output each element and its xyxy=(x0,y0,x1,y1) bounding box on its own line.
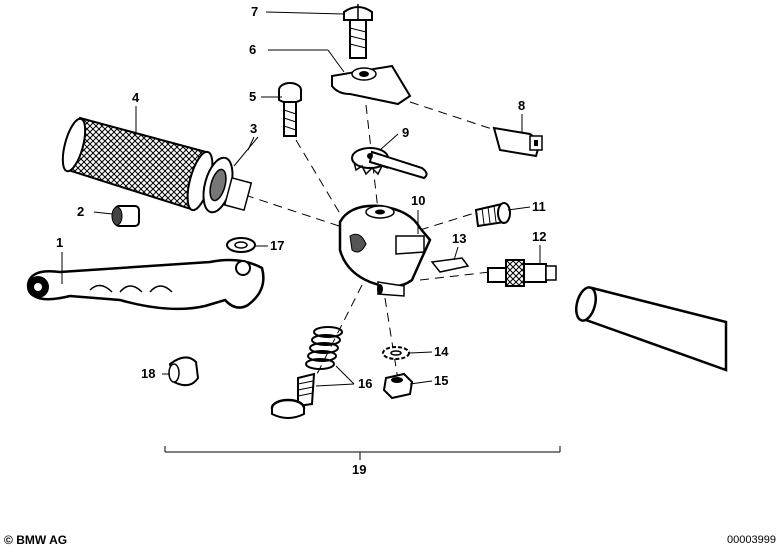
adjuster-wheel xyxy=(351,147,428,180)
callout-9: 9 xyxy=(402,125,410,140)
callout-2: 2 xyxy=(77,204,85,219)
callout-15: 15 xyxy=(434,373,449,388)
callout-5: 5 xyxy=(249,89,257,104)
sleeve xyxy=(111,205,140,227)
spring xyxy=(305,326,343,370)
cable-tube xyxy=(575,286,728,372)
top-screw xyxy=(343,4,373,59)
pivot-bolt xyxy=(270,372,316,419)
diagram-number: 00003999 xyxy=(727,534,776,546)
lever-housing xyxy=(338,204,432,297)
callout-10: 10 xyxy=(411,193,426,208)
cable-fitting xyxy=(492,126,543,158)
clamp-bracket xyxy=(331,64,412,106)
copyright-symbol: © xyxy=(4,533,13,547)
plug-screw xyxy=(474,202,511,228)
toothed-ring xyxy=(202,156,253,214)
wedge xyxy=(430,257,470,273)
callout-8: 8 xyxy=(518,98,526,113)
adjusting-bolt xyxy=(487,259,557,287)
leader-lines xyxy=(61,11,561,460)
callout-11: 11 xyxy=(532,199,546,214)
callout-1: 1 xyxy=(56,235,64,250)
callout-6: 6 xyxy=(249,42,257,57)
callout-3: 3 xyxy=(250,121,258,136)
callout-13: 13 xyxy=(452,231,467,246)
callout-19: 19 xyxy=(352,462,367,477)
washer xyxy=(226,237,256,253)
callout-18: 18 xyxy=(141,366,156,381)
side-screw xyxy=(278,82,302,137)
callout-4: 4 xyxy=(132,90,140,105)
callout-16: 16 xyxy=(358,376,373,391)
brand-name: BMW AG xyxy=(16,533,68,547)
callout-7: 7 xyxy=(251,4,259,19)
callout-12: 12 xyxy=(532,229,547,244)
clutch-lever xyxy=(26,258,265,311)
cap xyxy=(168,356,200,387)
callout-17: 17 xyxy=(270,238,285,253)
copyright-notice: © BMW AG xyxy=(4,533,67,547)
callout-14: 14 xyxy=(434,344,449,359)
lock-washer xyxy=(382,346,410,360)
handlebar-grip xyxy=(61,116,214,212)
hex-nut xyxy=(382,372,414,400)
